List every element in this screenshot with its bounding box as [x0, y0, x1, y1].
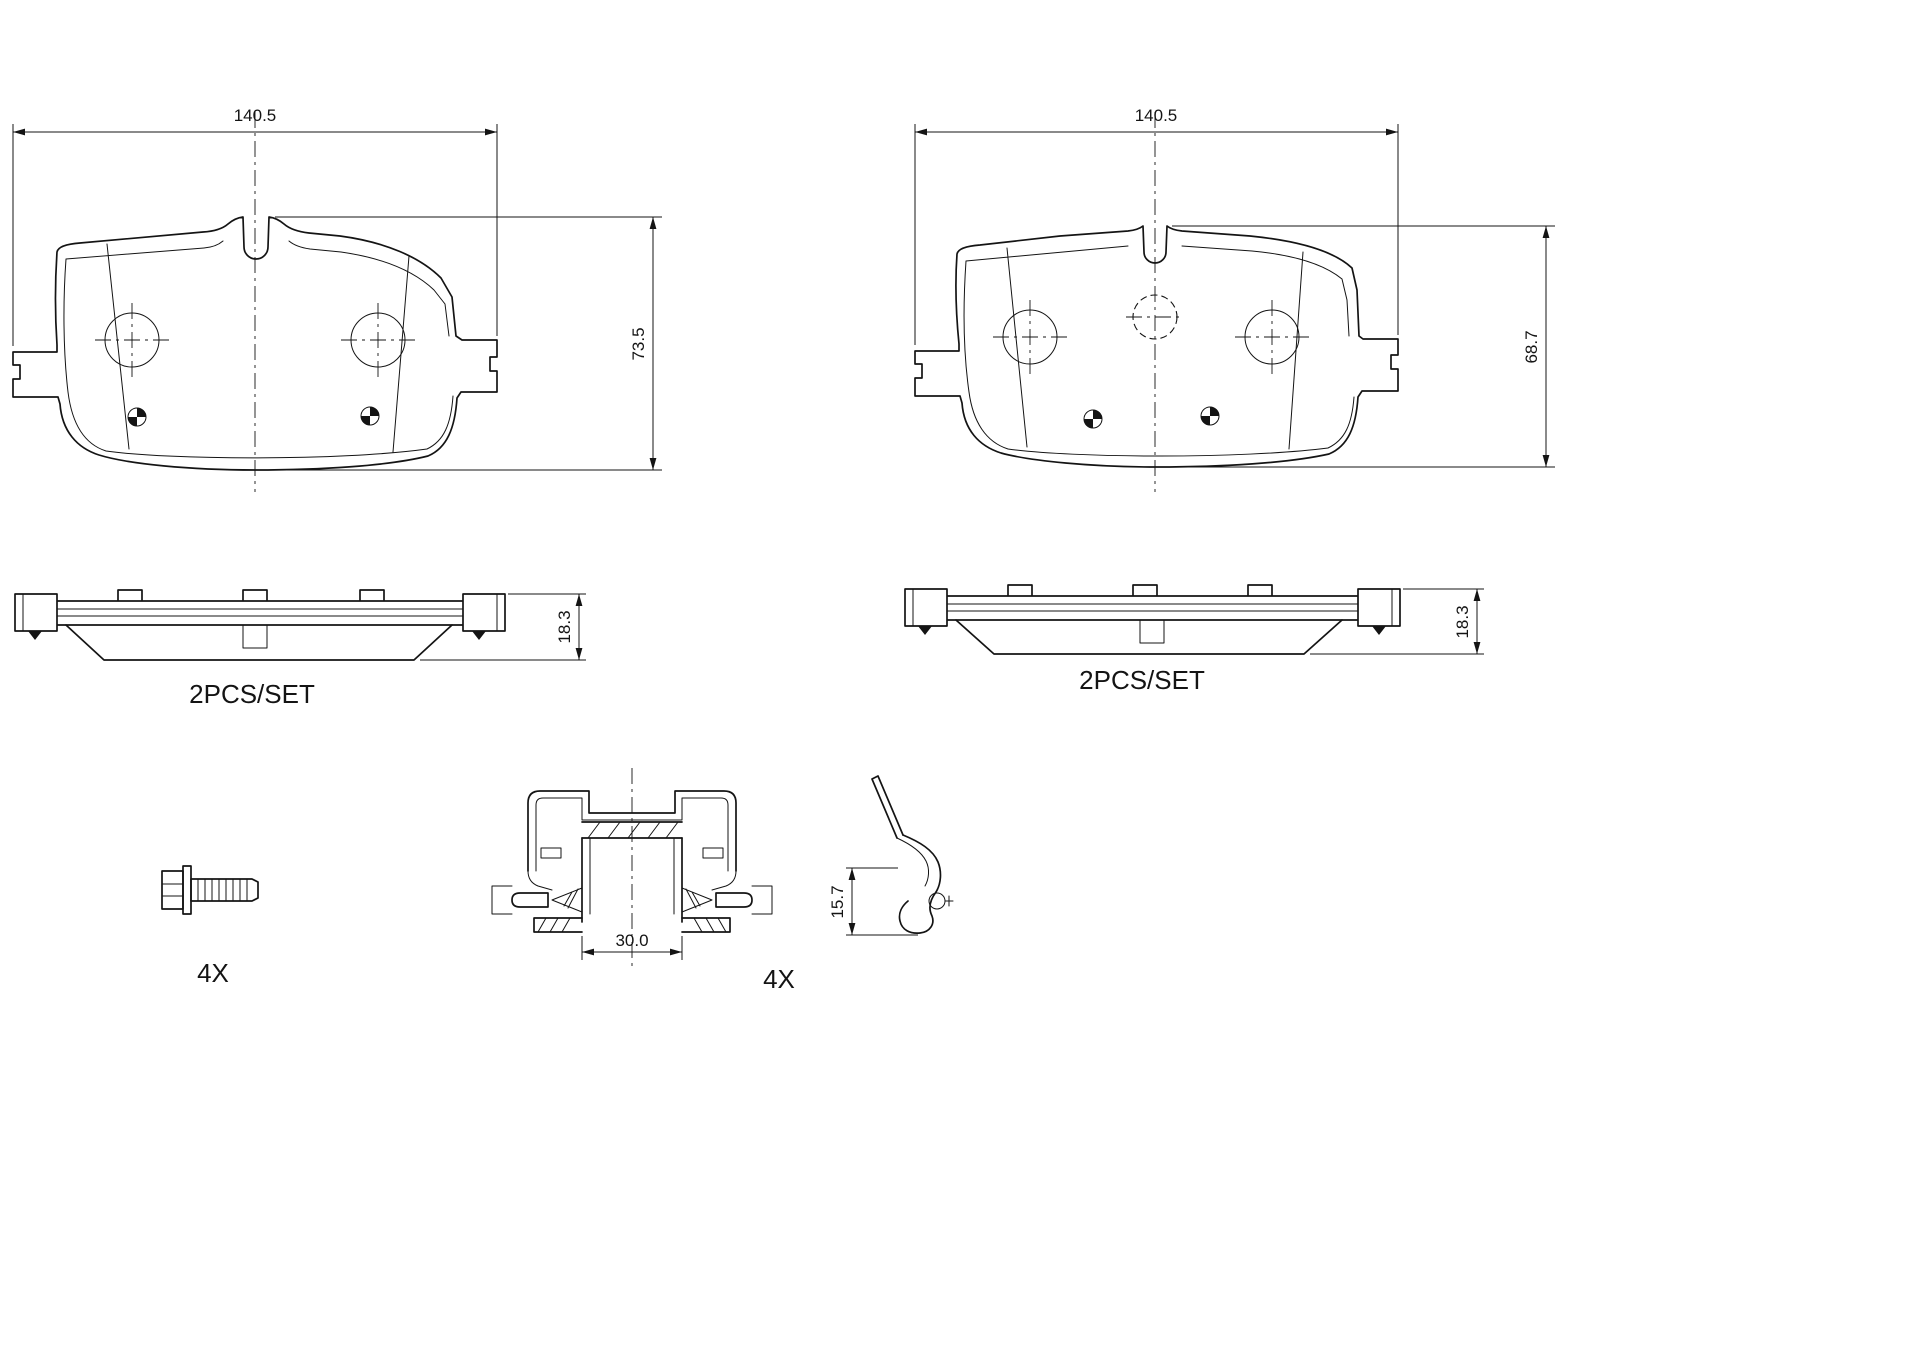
wing-connectors	[527, 870, 737, 891]
spring-body	[898, 834, 942, 934]
wing-right-outer-bracket	[751, 885, 773, 915]
extension-lines	[914, 124, 1399, 345]
extension-lines	[1310, 588, 1484, 655]
center-strap-hatch	[587, 821, 679, 839]
clip-legs	[581, 837, 683, 923]
dim-top-left-thickness-value: 18.3	[555, 610, 574, 643]
dim-spring-height: 15.7	[828, 867, 918, 936]
horn-marks	[28, 631, 486, 640]
datum-target-right-fill	[361, 407, 379, 425]
pad-top-view-left: 18.3 2PCS/SET	[14, 589, 586, 709]
bolt-head-facets	[161, 883, 184, 897]
wear-spring-view: 15.7	[828, 775, 954, 936]
clip-legs-inner	[589, 837, 675, 915]
extension-lines	[1167, 225, 1555, 468]
shim-lines	[22, 593, 498, 632]
spring-wire	[871, 775, 904, 839]
dim-pad-right-height: 68.7	[1167, 225, 1555, 468]
shoulder-slots	[540, 847, 724, 859]
bolt-threads	[197, 878, 248, 902]
pad-outline	[914, 225, 1399, 468]
center-tab-lines	[1139, 619, 1165, 644]
foot-right-hatch	[693, 917, 727, 933]
hole-left-crosshair	[993, 300, 1067, 374]
pad-inner-lines	[63, 240, 454, 459]
pad-front-right-view: 140.5 68.7	[914, 106, 1555, 492]
dim-pad-left-width-value: 140.5	[234, 106, 277, 125]
retainer-clip-view: 30.0 4X	[491, 768, 795, 994]
bolt-shank	[190, 878, 259, 902]
dim-pad-right-height-value: 68.7	[1522, 330, 1541, 363]
wing-left-arrow-hatch	[563, 888, 579, 909]
bolt-head	[161, 870, 184, 910]
bolt-flange	[182, 865, 192, 915]
foot-right	[681, 917, 731, 933]
extension-lines	[264, 216, 662, 471]
datum-target-right-fill	[1201, 407, 1219, 425]
center-strap	[581, 821, 683, 839]
pad-inner-lines	[963, 245, 1355, 457]
shim-lines	[912, 588, 1393, 627]
pad-top-view-right: 18.3 2PCS/SET	[904, 584, 1484, 695]
clip-inner-outline	[535, 797, 729, 872]
hole-left-crosshair	[95, 303, 169, 377]
extension-lines	[420, 593, 586, 661]
extension-lines	[581, 936, 683, 960]
pad-front-left-view: 140.5 73.5	[12, 106, 662, 492]
wing-right-bracket	[715, 892, 753, 908]
pad-outline	[12, 216, 498, 471]
dim-pad-left-width: 140.5	[12, 106, 498, 346]
wing-left-bracket	[511, 892, 549, 908]
foot-left	[533, 917, 583, 933]
backplate-profile	[14, 589, 506, 632]
friction-profile	[955, 619, 1343, 655]
wing-left-outer-bracket	[491, 885, 513, 915]
dim-clip-width-value: 30.0	[615, 931, 648, 950]
datum-target-left-fill	[128, 408, 146, 426]
horn-marks	[918, 626, 1386, 635]
set-label-right: 2PCS/SET	[1079, 665, 1205, 695]
bolt-qty-label: 4X	[197, 958, 229, 988]
dim-top-right-thickness: 18.3	[1310, 588, 1484, 655]
wing-right-arrow-hatch	[685, 888, 701, 909]
set-label-left: 2PCS/SET	[189, 679, 315, 709]
extension-lines	[12, 124, 498, 346]
dim-pad-left-height: 73.5	[264, 216, 662, 471]
dim-top-right-thickness-value: 18.3	[1453, 605, 1472, 638]
backplate-profile	[904, 584, 1401, 627]
bolt-view: 4X	[161, 865, 259, 988]
wing-right-arrow	[681, 887, 713, 913]
spring-body-inner	[896, 837, 929, 887]
dim-top-left-thickness: 18.3	[420, 593, 586, 661]
dim-spring-height-value: 15.7	[828, 885, 847, 918]
clip-outer-outline	[527, 790, 737, 872]
spring-grommet-pin	[944, 895, 954, 907]
hole-right-crosshair	[1235, 300, 1309, 374]
friction-profile	[65, 624, 453, 661]
foot-left-hatch	[537, 917, 571, 933]
clip-qty-label: 4X	[763, 964, 795, 994]
wing-left-arrow	[551, 887, 583, 913]
center-tab-lines	[242, 624, 268, 649]
dim-clip-width: 30.0	[581, 931, 683, 960]
dim-pad-right-width-value: 140.5	[1135, 106, 1178, 125]
hole-right-crosshair	[341, 303, 415, 377]
dim-pad-right-width: 140.5	[914, 106, 1399, 345]
datum-target-left-fill	[1084, 410, 1102, 428]
dim-pad-left-height-value: 73.5	[629, 327, 648, 360]
